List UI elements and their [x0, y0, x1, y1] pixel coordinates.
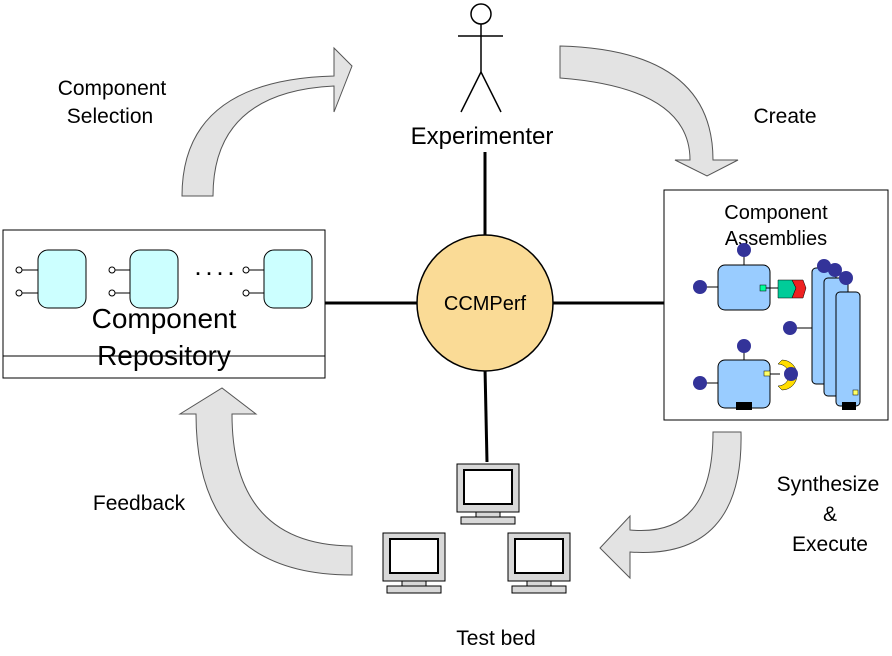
- port-icon: [783, 321, 797, 335]
- repository-label-line2: Repository: [97, 340, 231, 371]
- arrow-synthesize-execute: [599, 431, 742, 580]
- port-icon: [784, 367, 798, 381]
- assembly-component-bottom: [693, 339, 798, 410]
- computer-icon-right: [507, 532, 571, 594]
- port-icon: [828, 263, 842, 277]
- spoke-bottom: [483, 367, 489, 463]
- create-label: Create: [753, 105, 816, 128]
- computer-icon-top: [456, 463, 520, 525]
- arrow-feedback: [178, 387, 353, 576]
- ccmperf-circle: [416, 234, 554, 372]
- repo-component-2: [108, 249, 179, 309]
- ccmperf-label: CCMPerf: [444, 293, 527, 315]
- assemblies-label-line1: Component: [724, 202, 828, 224]
- selection-label-line2: Selection: [67, 105, 153, 128]
- computer-icon-left: [382, 532, 446, 594]
- component-assemblies: Component Assemblies: [663, 189, 889, 421]
- synthesize-label-line1: Synthesize: [777, 473, 880, 496]
- port-icon: [737, 339, 751, 353]
- port-icon: [839, 271, 853, 285]
- assembly-component-stack: [783, 259, 861, 410]
- synthesize-label-line3: Execute: [792, 533, 868, 556]
- port-icon: [693, 280, 707, 294]
- component-repository: · · · · Component Repository: [2, 229, 326, 379]
- port-icon: [737, 243, 751, 257]
- receptacle-icon: [791, 279, 807, 299]
- synthesize-label-line2: &: [823, 503, 837, 526]
- experimenter-icon: [458, 3, 503, 113]
- assemblies-label-line2: Assemblies: [725, 228, 827, 250]
- experimenter-label: Experimenter: [411, 123, 554, 150]
- repository-label-line1: Component: [92, 303, 237, 334]
- selection-label-line1: Component: [58, 77, 167, 100]
- testbed-label: Test bed: [456, 627, 535, 650]
- repo-component-3: [242, 249, 313, 309]
- feedback-label: Feedback: [93, 492, 186, 515]
- port-icon: [817, 259, 831, 273]
- repo-ellipsis: · · · ·: [196, 264, 235, 284]
- assembly-component-top: [693, 243, 807, 311]
- repo-component-1: [15, 249, 87, 309]
- spokes: [325, 152, 664, 463]
- arrow-component-selection: [181, 46, 353, 197]
- port-icon: [693, 376, 707, 390]
- arrow-create: [559, 45, 739, 177]
